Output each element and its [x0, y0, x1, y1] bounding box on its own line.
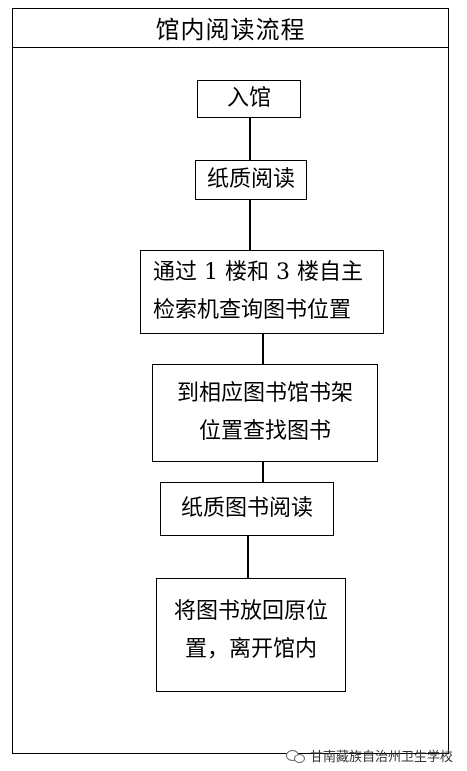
connector-5	[247, 536, 249, 578]
connector-1	[249, 118, 251, 160]
diagram-frame	[12, 8, 449, 754]
connector-4	[262, 462, 264, 482]
step-box-return-book: 将图书放回原位 置，离开馆内	[156, 578, 346, 692]
watermark-text: 甘南藏族自治州卫生学校	[309, 750, 453, 765]
connector-2	[249, 200, 251, 250]
step-box-find-shelf: 到相应图书馆书架 位置查找图书	[152, 364, 378, 462]
step-box-paper-reading: 纸质阅读	[195, 160, 307, 200]
step-box-read-book: 纸质图书阅读	[160, 482, 334, 536]
diagram-title: 馆内阅读流程	[12, 8, 449, 48]
connector-3	[262, 334, 264, 364]
step-box-enter: 入馆	[197, 80, 301, 118]
watermark: 甘南藏族自治州卫生学校	[285, 746, 453, 765]
wechat-icon	[285, 749, 306, 763]
step-box-search-terminal: 通过 1 楼和 3 楼自主 检索机查询图书位置	[140, 250, 384, 334]
